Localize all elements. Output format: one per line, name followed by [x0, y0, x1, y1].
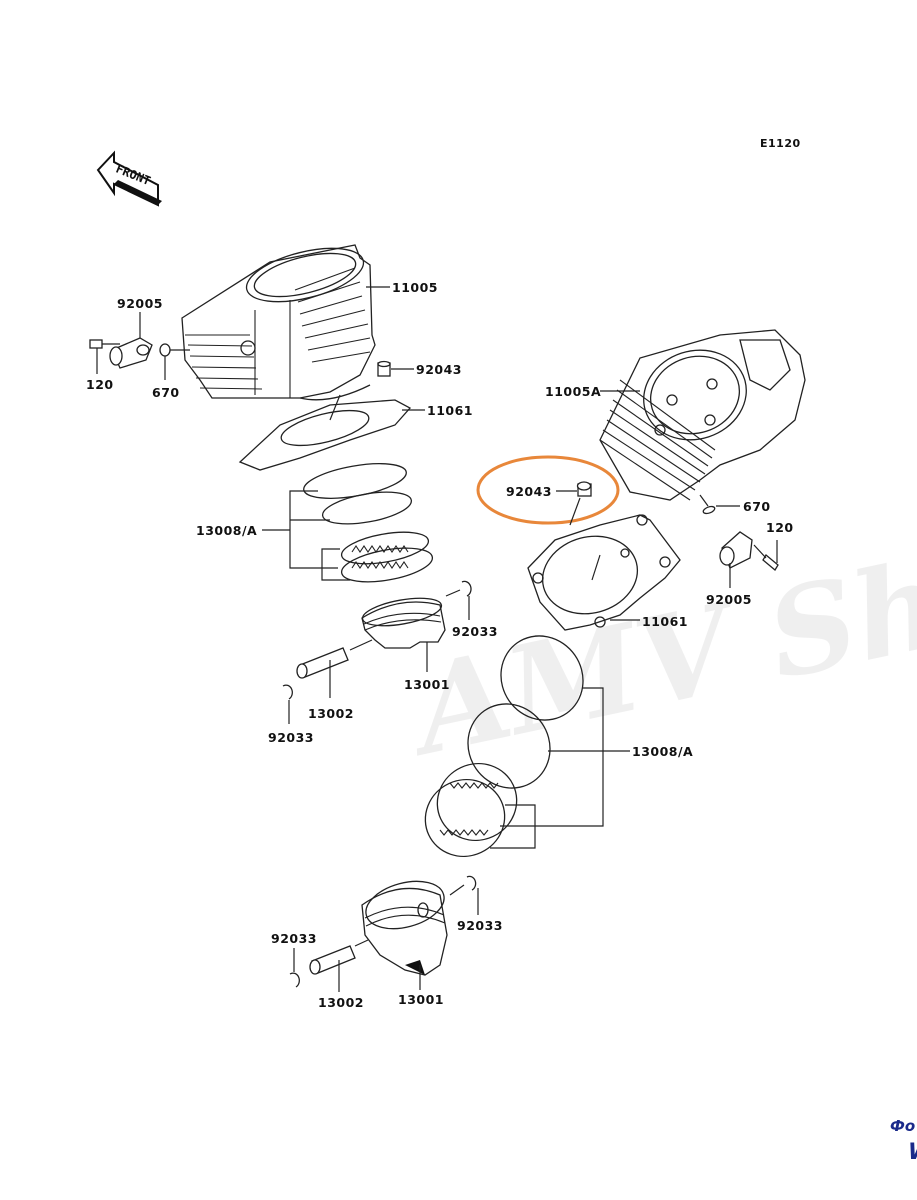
piston-right: [361, 880, 448, 976]
piston-left: [361, 597, 446, 649]
callout-670-left[interactable]: 670: [152, 385, 180, 400]
callout-92033-b[interactable]: 92033: [268, 730, 314, 745]
cylinder-right: [599, 329, 806, 501]
dowel-highlighted: [576, 481, 592, 497]
circlip-c: [466, 875, 477, 891]
callout-92033-a[interactable]: 92033: [452, 624, 498, 639]
fitting-left: [89, 337, 171, 369]
callout-92033-d[interactable]: 92033: [271, 931, 317, 946]
callout-92043-highlighted[interactable]: 92043: [506, 484, 552, 499]
callout-13002-a[interactable]: 13002: [308, 706, 354, 721]
callout-13008a-right[interactable]: 13008/A: [632, 744, 694, 759]
callout-11005a[interactable]: 11005A: [545, 384, 602, 399]
cylinder-left: [181, 244, 376, 401]
fitting-right: [719, 531, 779, 571]
dowel-top: [377, 360, 391, 377]
callout-13008a-left[interactable]: 13008/A: [196, 523, 258, 538]
piston-pin-left: [296, 647, 349, 679]
callout-13001-a[interactable]: 13001: [404, 677, 450, 692]
gasket-right: [527, 514, 681, 631]
piston-pin-right: [309, 945, 356, 975]
callout-11061-bottom[interactable]: 11061: [642, 614, 688, 629]
callout-92033-c[interactable]: 92033: [457, 918, 503, 933]
callout-13002-b[interactable]: 13002: [318, 995, 364, 1010]
diagram-code: E1120: [760, 137, 801, 150]
front-arrow-icon: FRONT: [96, 150, 162, 207]
callout-11061-top[interactable]: 11061: [427, 403, 473, 418]
circlip-a: [461, 580, 472, 597]
highlight-ellipse: [476, 455, 620, 525]
callout-92043-top[interactable]: 92043: [416, 362, 462, 377]
gasket-top: [238, 399, 412, 471]
o-ring-right: [702, 505, 716, 515]
callout-120-right[interactable]: 120: [766, 520, 794, 535]
circlip-d: [289, 972, 300, 988]
corner-text-line2: W: [908, 1140, 917, 1165]
corner-text-line1: Фо: [890, 1117, 916, 1135]
piston-rings-left: [303, 463, 434, 583]
callout-11005[interactable]: 11005: [392, 280, 438, 295]
piston-rings-right: [424, 635, 584, 858]
circlip-b: [282, 684, 293, 700]
callout-92005-left[interactable]: 92005: [117, 296, 163, 311]
callout-670-right[interactable]: 670: [743, 499, 771, 514]
callout-92005-right[interactable]: 92005: [706, 592, 752, 607]
callout-13001-b[interactable]: 13001: [398, 992, 444, 1007]
callout-120-left[interactable]: 120: [86, 377, 114, 392]
